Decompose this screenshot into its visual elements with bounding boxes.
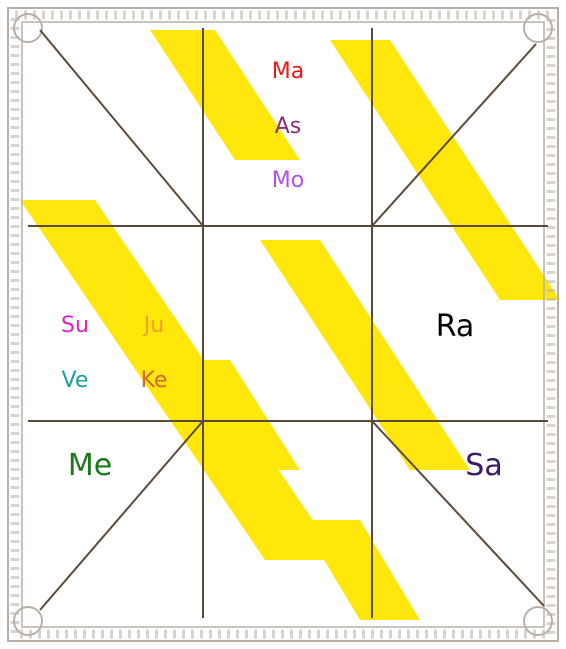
watermark-stroke-3 xyxy=(260,240,470,470)
planet-me: Me xyxy=(68,451,112,481)
diagonal-bottom-left xyxy=(40,421,203,610)
planet-su: Su xyxy=(61,315,89,337)
planet-sa: Sa xyxy=(465,451,502,481)
planet-mo: Mo xyxy=(272,170,304,192)
watermark-stroke-6 xyxy=(300,520,420,620)
planet-ma: Ma xyxy=(272,61,304,83)
diagonal-bottom-right xyxy=(372,421,544,606)
watermark-stroke-2 xyxy=(150,30,300,160)
planet-ra: Ra xyxy=(436,312,475,342)
planet-ju: Ju xyxy=(144,315,164,337)
planet-ve: Ve xyxy=(62,370,89,392)
corner-flourish-br xyxy=(524,607,552,635)
watermark-stroke-5 xyxy=(330,40,560,300)
planet-as: As xyxy=(275,116,302,138)
planet-ke: Ke xyxy=(141,370,168,392)
